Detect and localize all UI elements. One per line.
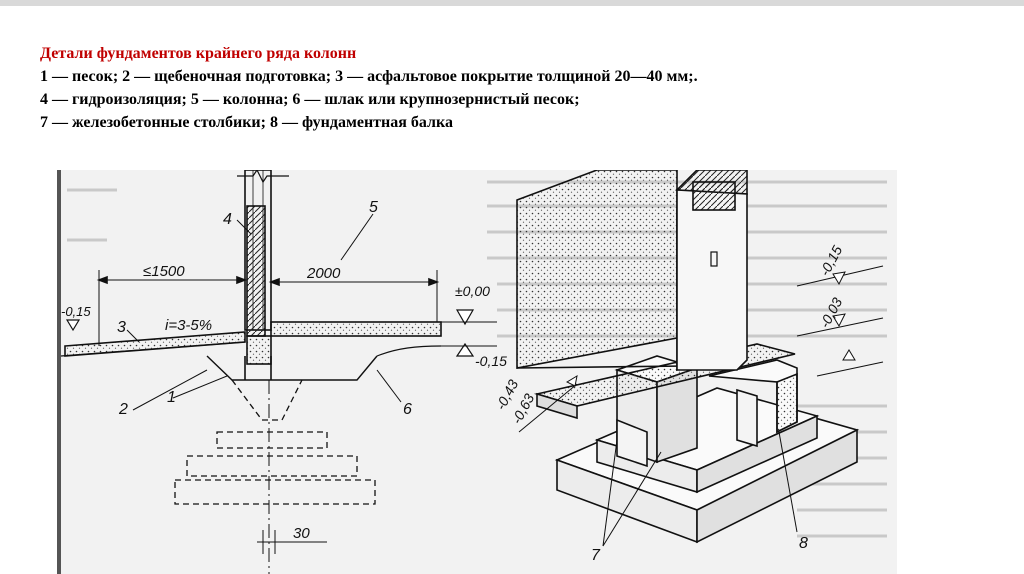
sand-bed: [206, 355, 378, 381]
callout-8: 8: [799, 535, 808, 552]
foundation-cross-section: [60, 170, 497, 574]
foundation-beam-section: [246, 335, 272, 365]
callout-3: 3: [117, 319, 126, 336]
foundation-isometric-view: [516, 170, 884, 547]
waterproofing-layer: [246, 205, 266, 337]
caption-title: Детали фундаментов крайнего ряда колонн: [40, 45, 357, 62]
level-left: -0,15: [61, 304, 91, 319]
callout-2: 2: [118, 401, 128, 418]
caption-legend-line-2: 4 — гидроизоляция; 5 — колонна; 6 — шлак…: [40, 91, 580, 108]
callout-1: 1: [167, 389, 176, 406]
callout-4: 4: [223, 211, 232, 228]
slope-label: i=3-5%: [165, 317, 212, 334]
rc-post: [736, 388, 758, 448]
caption-legend-line-1: 1 — песок; 2 — щебеночная подготовка; 3 …: [40, 68, 698, 85]
column: [676, 189, 748, 371]
dim-30: 30: [293, 525, 310, 542]
callout-7: 7: [591, 547, 601, 564]
dim-2000: 2000: [306, 265, 341, 282]
level-minus-015: -0,15: [475, 353, 507, 369]
level-leaders: [518, 265, 884, 547]
callout-6: 6: [403, 401, 412, 418]
wall-panel: [516, 170, 678, 369]
dim-1500: ≤1500: [143, 263, 185, 280]
foundation-drawing-scan: 3 4 5 2 1 6 ≤1500 2000 i=3-5% -0,15 ±0,0…: [57, 170, 897, 574]
scan-edge: [57, 170, 61, 574]
slide-caption: Детали фундаментов крайнего ряда колонн …: [40, 42, 1000, 134]
rc-post: [616, 418, 648, 468]
slag-fill: [376, 345, 442, 357]
floor-slab: [270, 321, 442, 337]
slide-top-bar: [0, 0, 1024, 6]
level-zero: ±0,00: [455, 283, 490, 299]
caption-legend-line-3: 7 — железобетонные столбики; 8 — фундаме…: [40, 114, 454, 131]
foundation-pad-dashed: [174, 379, 376, 505]
callout-5: 5: [369, 199, 378, 216]
foundation-drawing: 3 4 5 2 1 6 ≤1500 2000 i=3-5% -0,15 ±0,0…: [57, 170, 897, 574]
